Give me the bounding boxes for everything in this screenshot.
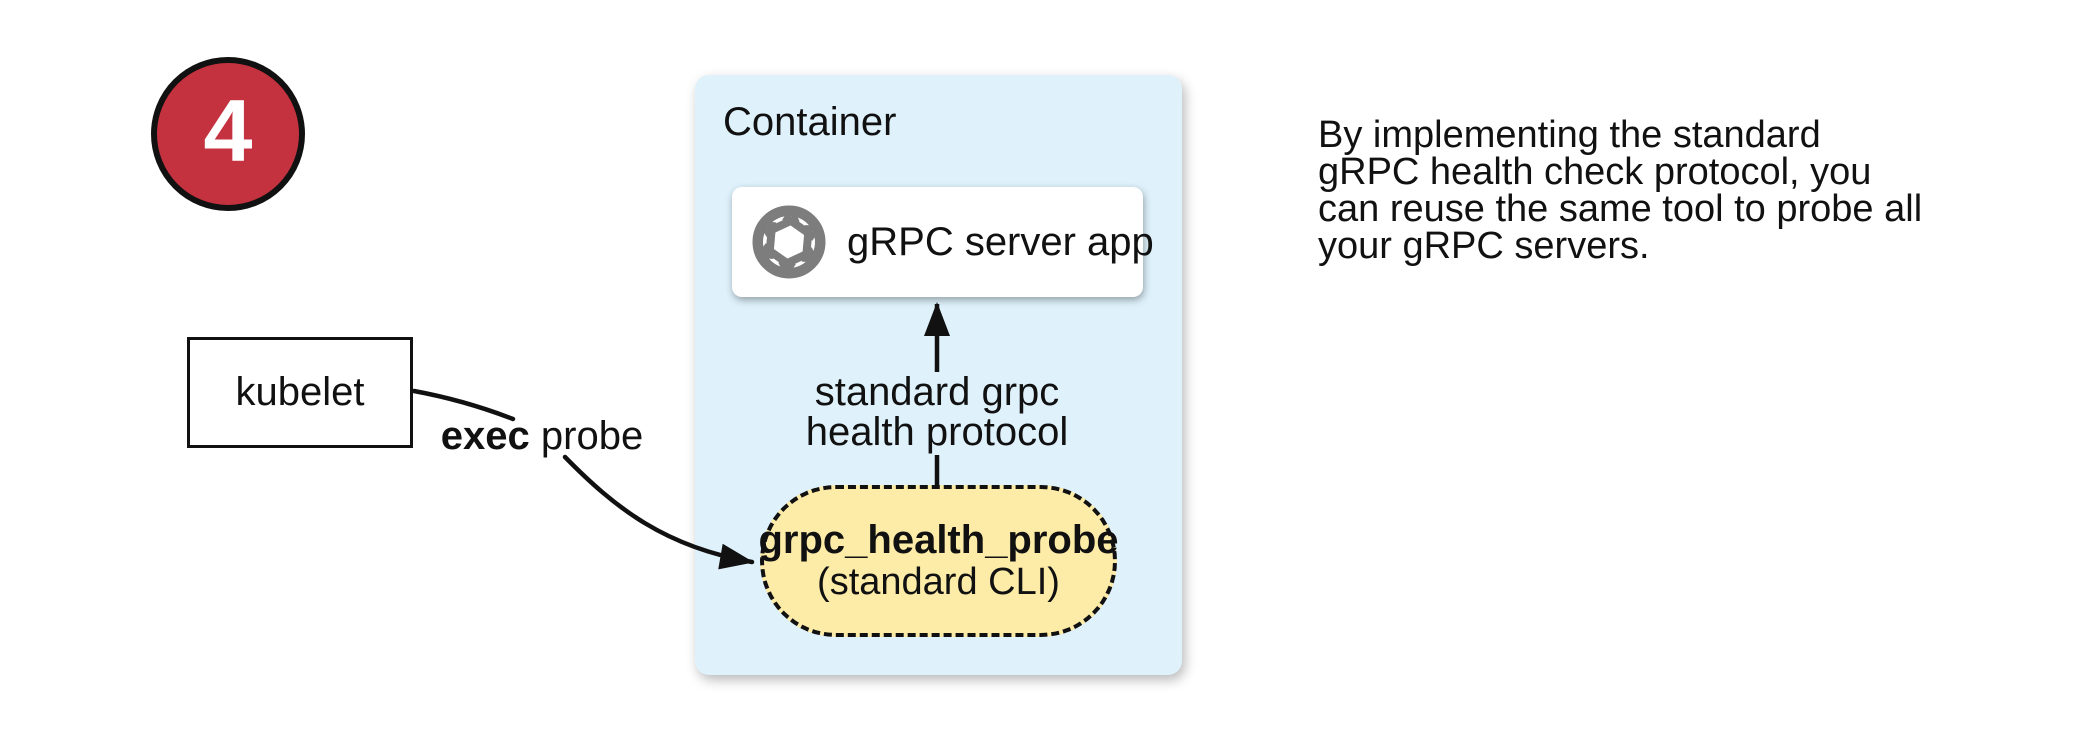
note-line: can reuse the same tool to probe all [1318,188,1923,230]
exec-probe-label-bold: exec [440,414,530,458]
note-line: By implementing the standard [1318,114,1821,156]
protocol-label-line2: health protocol [805,410,1069,454]
step-badge: 4 [151,57,305,211]
kubelet-box: kubelet [187,337,413,448]
grpc-server-box: gRPC server app [732,187,1154,297]
protocol-label: standard grpc health protocol [777,372,1097,452]
grpc-health-probe-box: grpc_health_probe (standard CLI) [758,485,1119,637]
grpc-server-label: gRPC server app [847,219,1154,264]
probe-name: grpc_health_probe [758,518,1119,562]
probe-subtitle: (standard CLI) [817,561,1060,603]
note-line: your gRPC servers. [1318,225,1650,267]
step-number: 4 [203,81,253,180]
aperture-icon [752,205,826,279]
exec-probe-label-rest: probe [529,414,644,458]
protocol-label-line1: standard grpc [814,370,1060,414]
note-text: By implementing the standard gRPC health… [1318,114,1923,267]
kubelet-label: kubelet [235,370,365,414]
container-title: Container [723,100,897,144]
note-line: gRPC health check protocol, you [1318,151,1872,193]
exec-probe-label: exec probe [412,414,672,459]
